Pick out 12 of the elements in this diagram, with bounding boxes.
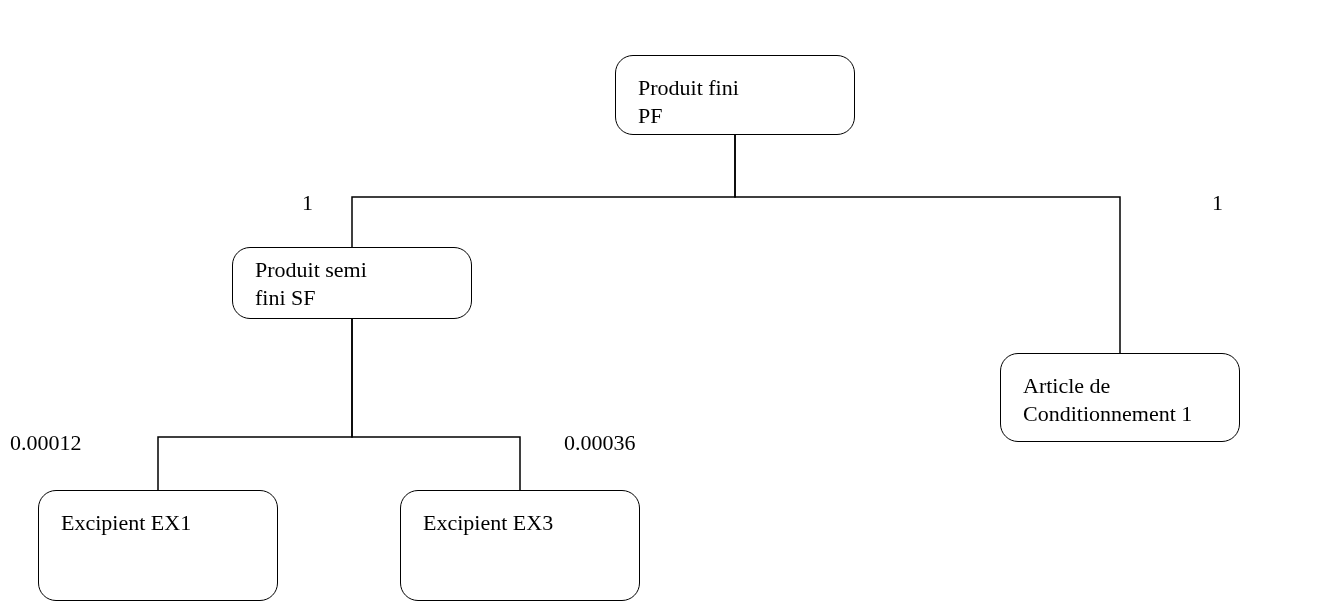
node-label: Article de Conditionnement 1: [1023, 372, 1194, 428]
rounded-box: [232, 247, 472, 319]
connector-line: [351, 318, 521, 491]
node-label: Produit semi fini SF: [255, 256, 368, 312]
node-label: Produit fini PF: [638, 74, 740, 130]
rounded-box: [615, 55, 855, 135]
node-label: Excipient EX3: [423, 509, 555, 537]
rounded-box: [1000, 353, 1240, 442]
node-label: Excipient EX1: [61, 509, 193, 537]
connector-line: [734, 134, 1121, 354]
rounded-box: [400, 490, 640, 601]
rounded-box: [38, 490, 278, 601]
